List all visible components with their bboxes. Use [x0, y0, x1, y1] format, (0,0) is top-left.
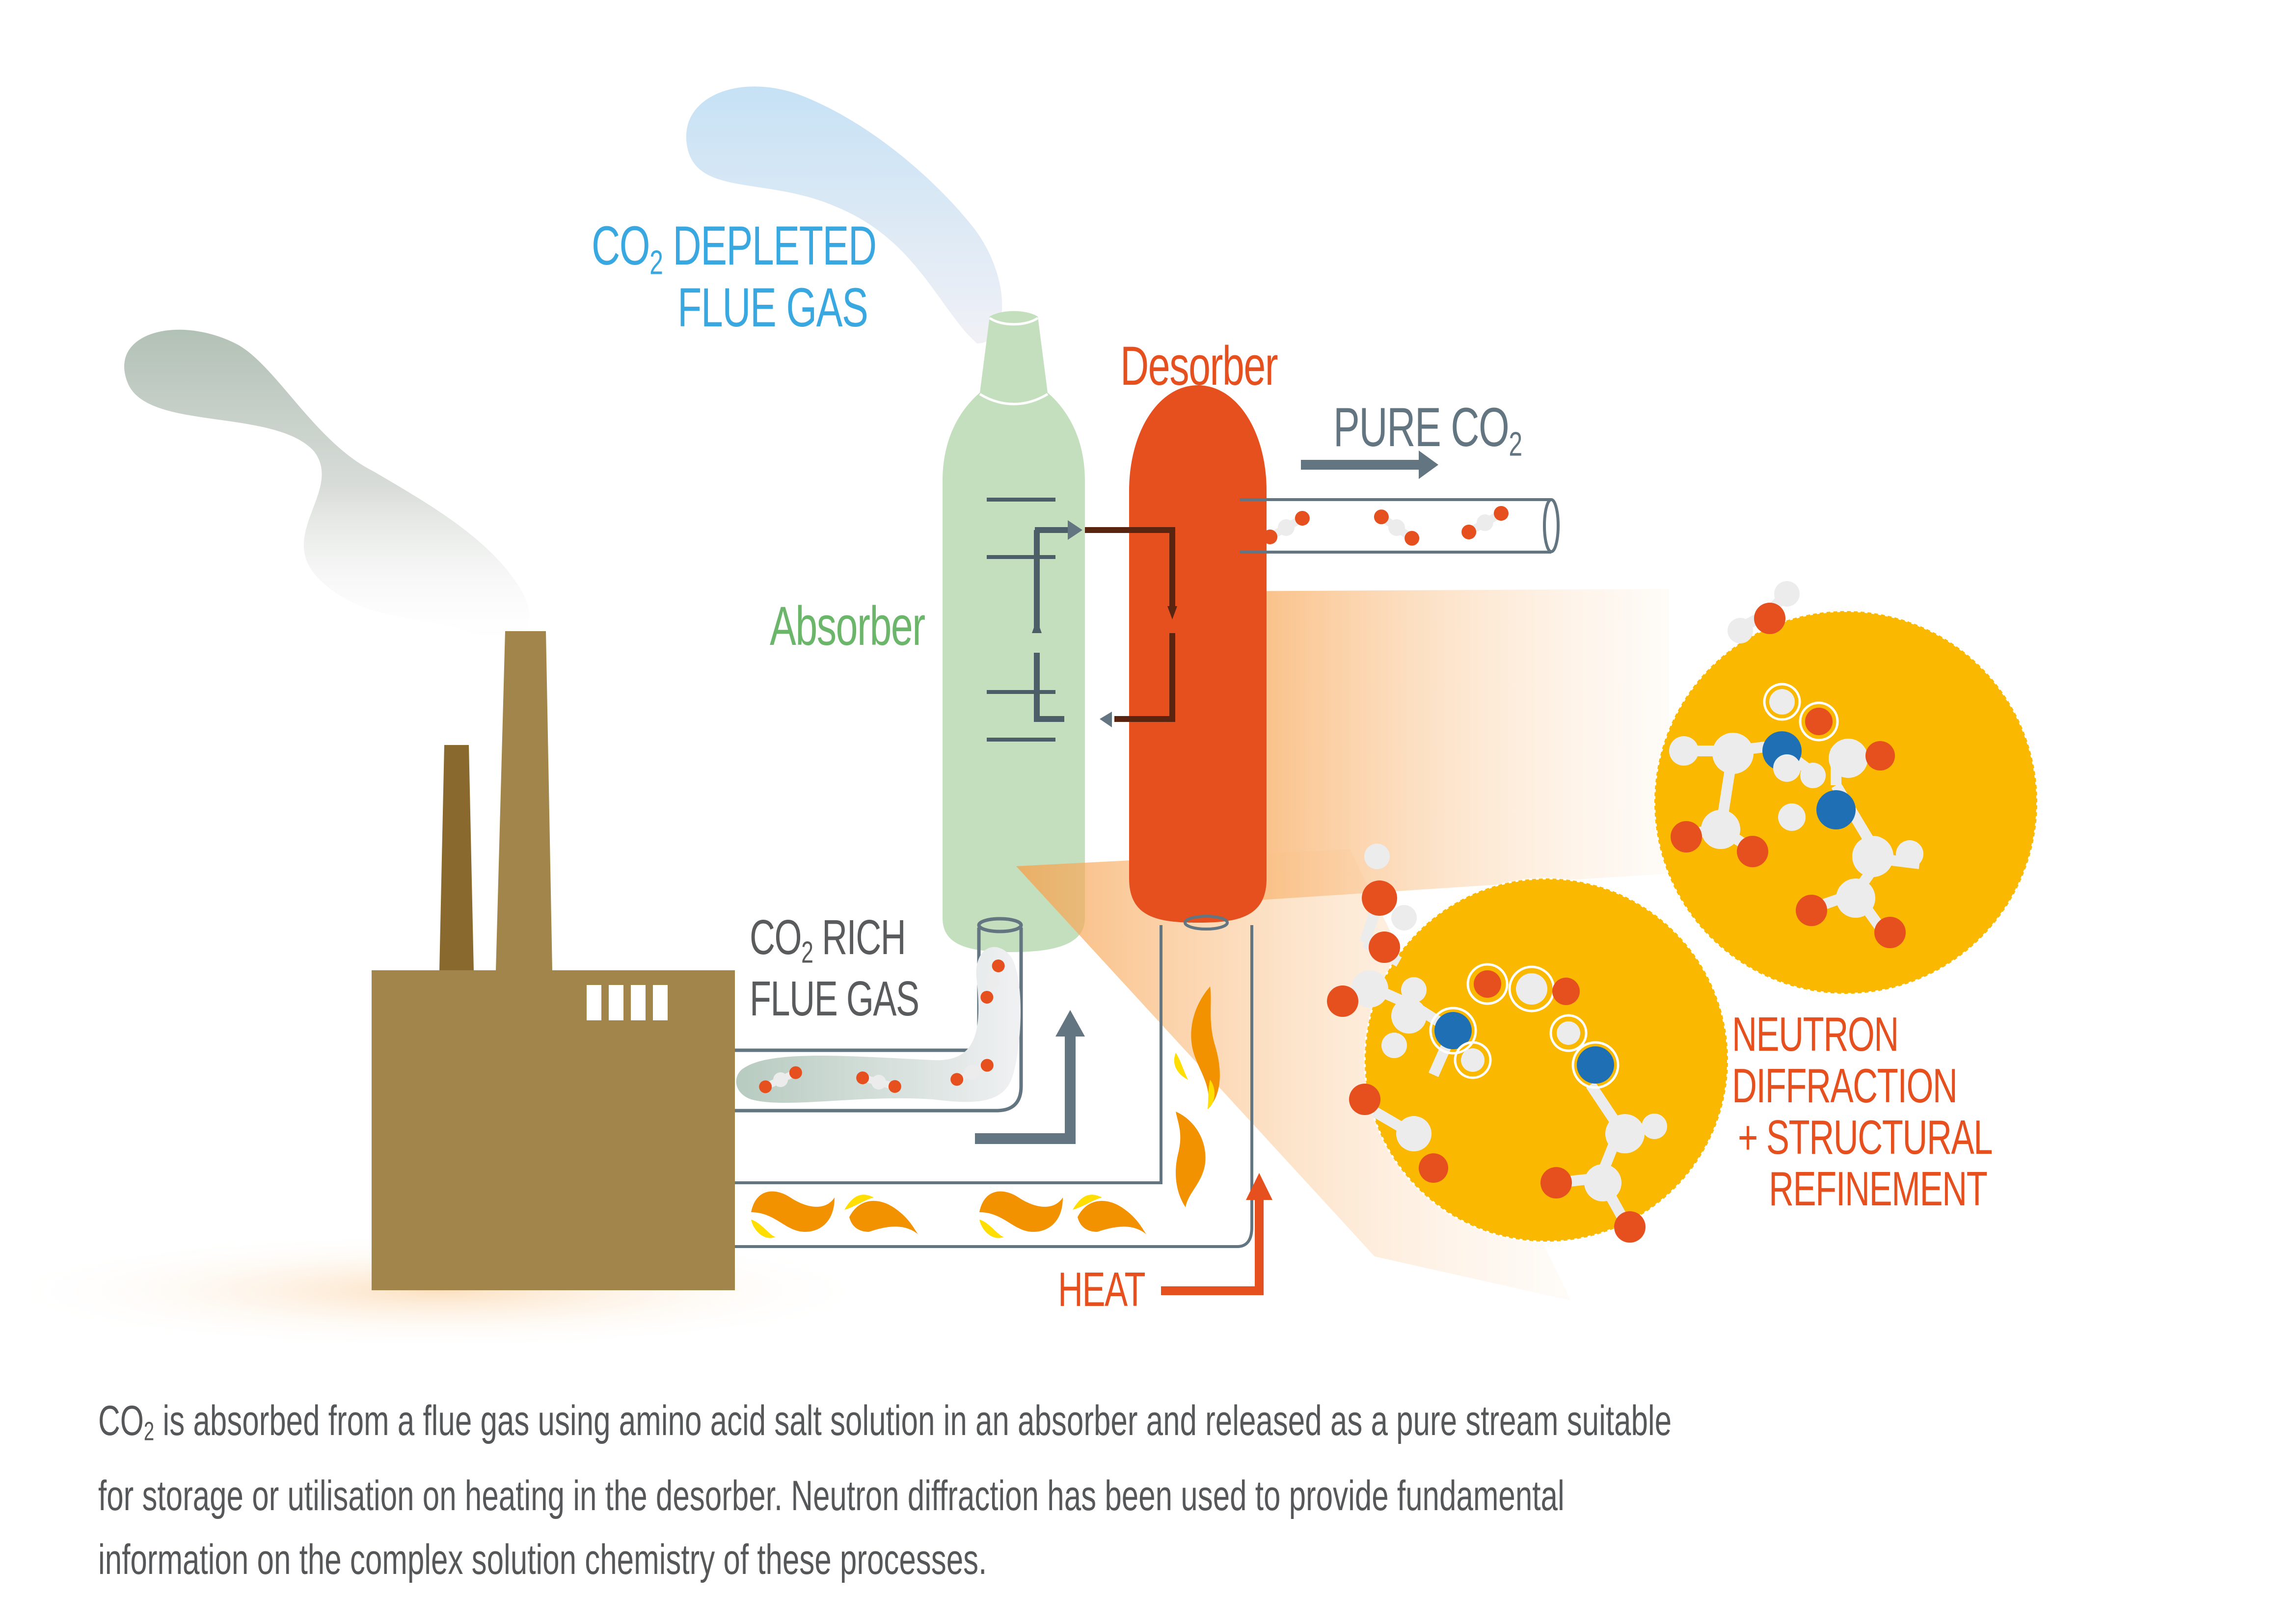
co2-depleted-prefix: CO [592, 215, 650, 276]
caption-co2-prefix: CO [98, 1397, 144, 1444]
pure-co2-arrow [1301, 451, 1438, 479]
caption-line-2: for storage or utilisation on heating in… [98, 1472, 1565, 1519]
pure-co2-prefix: PURE CO [1333, 397, 1510, 458]
flue-gas-arrow [975, 1010, 1085, 1144]
absorber-smoke [686, 86, 1002, 344]
neutron-label-4: REFINEMENT [1769, 1162, 1988, 1216]
co2-molecules-pure [1263, 506, 1509, 546]
co2-depleted-rest: DEPLETED [662, 215, 877, 276]
co2-rich-prefix: CO [750, 910, 802, 965]
neutron-label-2: DIFFRACTION [1732, 1059, 1958, 1113]
heat-label: HEAT [1058, 1262, 1146, 1316]
heat-pipe [735, 915, 1253, 1248]
co2-depleted-sub: 2 [649, 243, 663, 282]
factory-icon [372, 631, 735, 1290]
flames [751, 986, 1220, 1234]
rich-gas-cloud [736, 947, 1021, 1103]
caption-line-3: information on the complex solution chem… [98, 1536, 987, 1583]
flames-yellow [751, 1053, 1215, 1238]
co2-rich-label: CO2 RICH [750, 910, 906, 970]
desorber-label: Desorber [1120, 335, 1278, 397]
desorber-column [1129, 385, 1267, 923]
flue-gas-depleted-label: FLUE GAS [677, 277, 868, 338]
absorber-column [943, 311, 1085, 952]
caption: CO2 is absorbed from a flue gas using am… [98, 1389, 2184, 1592]
heat-exchanger [987, 498, 1177, 742]
co2-depleted-label: CO2 DEPLETED [592, 215, 877, 282]
factory-smoke [124, 329, 530, 642]
co2-rich-rest: RICH [812, 910, 906, 965]
pure-co2-sub: 2 [1509, 425, 1522, 463]
pure-co2-label: PURE CO2 [1333, 400, 1522, 461]
neutron-label-3: + STRUCTURAL [1738, 1110, 1993, 1164]
caption-line-1-text: is absorbed from a flue gas using amino … [154, 1397, 1672, 1444]
pure-co2-tube [1240, 498, 1560, 554]
co2-rich-sub: 2 [801, 935, 813, 970]
heat-arrow [1161, 1173, 1272, 1295]
molecule-icon-top [1653, 581, 2038, 995]
neutron-label-1: NEUTRON [1732, 1007, 1899, 1061]
flue-gas-rich-label: FLUE GAS [750, 971, 919, 1026]
caption-co2-sub: 2 [143, 1417, 155, 1446]
co2-molecules-rich [759, 959, 1005, 1093]
magnify-beam-top [1200, 589, 1669, 903]
absorber-label: Absorber [770, 595, 925, 657]
molecule-icon-bottom [1327, 844, 1729, 1243]
caption-line-1: CO2 is absorbed from a flue gas using am… [98, 1389, 2184, 1464]
